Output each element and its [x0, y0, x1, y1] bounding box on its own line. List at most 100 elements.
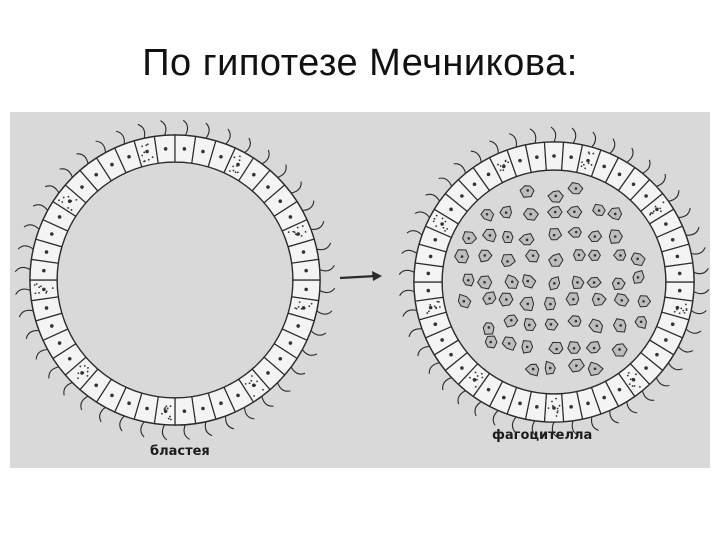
- flagellum: [401, 249, 418, 254]
- flagellum: [626, 147, 634, 163]
- cell-nucleus: [266, 371, 270, 375]
- flagellum: [99, 406, 106, 423]
- flagellum: [59, 168, 73, 178]
- flagellum: [310, 330, 327, 336]
- flagellum: [571, 127, 577, 144]
- flagellum: [655, 377, 670, 387]
- cell-nucleus: [535, 155, 539, 159]
- flagellum: [492, 410, 499, 426]
- flagellum: [48, 366, 60, 379]
- flagellum: [44, 185, 60, 194]
- cell-nucleus: [655, 207, 659, 212]
- flagellum: [511, 416, 517, 433]
- inner-cell: [567, 315, 582, 327]
- flagellum: [693, 289, 710, 295]
- flagellum: [63, 382, 73, 396]
- figure-svg: [14, 119, 710, 441]
- flagellum: [225, 128, 231, 145]
- cell-nucleus: [670, 322, 675, 326]
- cell-nucleus: [644, 366, 648, 370]
- cell-nucleus: [49, 232, 54, 236]
- flagellum: [23, 224, 40, 230]
- flagellum: [591, 131, 597, 148]
- flagellum: [425, 193, 441, 202]
- cell-nucleus: [426, 271, 431, 276]
- flagellum: [244, 137, 251, 154]
- figure-illustration: бластея фагоцителла: [10, 112, 710, 468]
- cell-nucleus: [236, 393, 240, 398]
- cell-nucleus: [182, 147, 187, 151]
- cell-nucleus: [535, 405, 539, 409]
- cell-nucleus: [94, 172, 98, 177]
- flagellum: [205, 122, 210, 139]
- flagellum: [14, 266, 31, 273]
- cell-nucleus: [644, 194, 648, 198]
- cell-nucleus: [110, 393, 114, 398]
- cell-nucleus: [670, 238, 675, 242]
- slide-title: По гипотезе Мечникова:: [142, 42, 578, 84]
- flagellum: [243, 407, 255, 420]
- flagellum: [642, 159, 651, 174]
- flagellum: [677, 346, 694, 353]
- flagellum: [685, 227, 700, 236]
- flagellum: [474, 401, 482, 417]
- flagellum: [685, 328, 702, 334]
- cell-nucleus: [288, 341, 293, 345]
- cell-nucleus: [449, 207, 453, 212]
- flagellum: [316, 242, 332, 251]
- cell-nucleus: [433, 322, 438, 326]
- cell-nucleus: [127, 154, 131, 159]
- flagellum: [316, 310, 333, 315]
- cell-nucleus: [67, 357, 72, 361]
- cell-nucleus: [301, 250, 306, 254]
- cell-nucleus: [440, 222, 444, 226]
- cell-nucleus: [677, 288, 682, 293]
- flagellum: [25, 330, 40, 340]
- cell-nucleus: [163, 409, 168, 413]
- flagellum: [609, 410, 619, 424]
- inner-cell: [524, 363, 540, 377]
- cell-nucleus: [675, 305, 680, 310]
- cell-nucleus: [486, 387, 491, 392]
- flagellum: [161, 424, 168, 441]
- cell-nucleus: [433, 238, 438, 242]
- flagellum: [183, 424, 190, 440]
- cell-nucleus: [42, 287, 46, 292]
- flagellum: [399, 289, 415, 296]
- flagellum: [414, 211, 431, 218]
- cell-nucleus: [252, 172, 256, 177]
- flagellum: [95, 140, 107, 153]
- flagellum: [457, 390, 466, 405]
- cell-nucleus: [675, 254, 680, 259]
- flagellum: [417, 345, 430, 357]
- cell-nucleus: [110, 162, 114, 167]
- cell-nucleus: [201, 149, 205, 154]
- cell-nucleus: [44, 306, 49, 310]
- cell-nucleus: [472, 182, 477, 187]
- flagellum: [641, 390, 655, 401]
- flagellum: [277, 382, 291, 392]
- cell-nucleus: [182, 409, 187, 413]
- flagellum: [225, 415, 235, 430]
- inner-cell: [548, 228, 563, 241]
- cell-nucleus: [460, 366, 464, 370]
- cell-nucleus: [219, 154, 223, 159]
- flagellum: [531, 420, 537, 437]
- cell-nucleus: [145, 406, 149, 411]
- cell-nucleus: [94, 383, 98, 388]
- phagocytella-sphere: [398, 126, 710, 438]
- cell-nucleus: [440, 338, 444, 342]
- flagellum: [489, 140, 499, 154]
- cell-nucleus: [288, 215, 293, 219]
- flagellum: [678, 207, 691, 219]
- flagellum: [442, 377, 452, 391]
- flagellum: [319, 287, 336, 294]
- flagellum: [80, 395, 89, 411]
- cell-nucleus: [460, 194, 464, 198]
- flagellum: [438, 177, 453, 187]
- flagellum: [590, 416, 599, 431]
- cell-nucleus: [602, 164, 606, 169]
- flagellum: [119, 415, 125, 432]
- flagellum: [137, 123, 146, 139]
- blastea-sphere: [14, 119, 336, 441]
